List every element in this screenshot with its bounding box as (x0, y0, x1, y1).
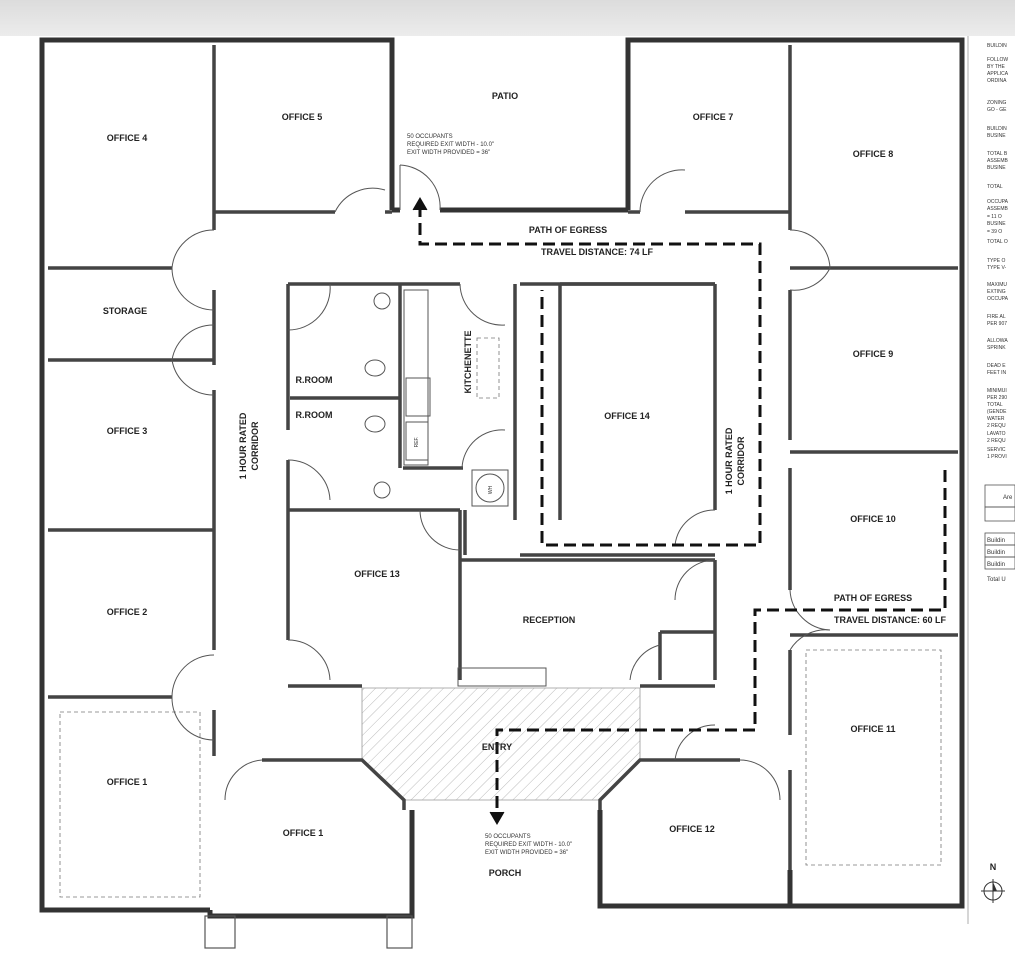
office-11-label: OFFICE 11 (850, 724, 895, 734)
side-note-line: ZONING (987, 100, 1007, 106)
refrigerator-label: REF. (414, 437, 420, 448)
porch-note-2: REQUIRED EXIT WIDTH - 10.0" (485, 842, 572, 848)
top-egress-title: PATH OF EGRESS (529, 225, 607, 235)
side-note-line: BY THE (987, 64, 1006, 70)
office-3-label: OFFICE 3 (107, 426, 148, 436)
side-note-line: ASSEMB (987, 206, 1009, 212)
side-note-line: TOTAL O (987, 239, 1008, 245)
office-1-left-label: OFFICE 1 (107, 777, 148, 787)
exterior-walls (39, 37, 965, 949)
side-note-line: FOLLOW (987, 57, 1008, 63)
storage-label: STORAGE (103, 306, 147, 316)
side-note-line: OCCUPA (987, 296, 1009, 302)
side-note-line: BUSINE (987, 133, 1006, 139)
side-note-line: 2 REQU (987, 423, 1006, 429)
side-note-line: LAVATO (987, 431, 1006, 437)
office-10-label: OFFICE 10 (850, 514, 896, 524)
side-note-line: = 39 O (987, 229, 1002, 235)
side-note-line: DEAD E (987, 363, 1006, 369)
area-table-header: Are (1003, 495, 1013, 501)
side-note-line: BUILDIN (987, 126, 1007, 132)
office-2-label: OFFICE 2 (107, 607, 148, 617)
office-12-label: OFFICE 12 (669, 824, 715, 834)
office-14-label: OFFICE 14 (604, 411, 650, 421)
porch-label: PORCH (489, 868, 522, 878)
side-note-line: = 11 O (987, 214, 1002, 220)
patio-note-3: EXIT WIDTH PROVIDED = 36" (407, 150, 490, 156)
interior-walls (48, 45, 958, 870)
side-note-line: WATER (987, 416, 1005, 422)
office-1-bottom-label: OFFICE 1 (283, 828, 324, 838)
side-note-line: 1 PROVI (987, 454, 1007, 460)
side-note-line: ALLOWA (987, 338, 1008, 344)
side-note-line: 2 REQU (987, 438, 1006, 444)
office-5-label: OFFICE 5 (282, 112, 323, 122)
right-corridor-label-2: CORRIDOR (736, 436, 746, 485)
side-note-line: ORDINA (987, 78, 1007, 84)
patio-note-2: REQUIRED EXIT WIDTH - 10.0" (407, 142, 494, 148)
office-9-label: OFFICE 9 (853, 349, 894, 359)
side-note-line: MAXIMU (987, 282, 1007, 288)
restroom-bottom-label: R.ROOM (296, 410, 333, 420)
side-note-line: (GENDE (987, 409, 1007, 415)
office-8-label: OFFICE 8 (853, 149, 894, 159)
side-note-line: SERVIC (987, 447, 1006, 453)
side-note-line: PER 290 (987, 395, 1007, 401)
reception-label: RECEPTION (523, 615, 576, 625)
side-note-line: OCCUPA (987, 199, 1009, 205)
north-arrow-icon: N (981, 862, 1005, 903)
egress-paths (412, 197, 947, 825)
area-table-row-2: Buildin (987, 550, 1005, 556)
side-note-line: EXTING (987, 289, 1006, 295)
side-note-line: GO - GE (987, 107, 1007, 113)
side-note-line: PER 907 (987, 321, 1007, 327)
side-note-line: TYPE V- (987, 265, 1007, 271)
side-note-line: FEET IN (987, 370, 1006, 376)
water-heater-label: WH (488, 485, 494, 494)
entry-label: ENTRY (482, 742, 512, 752)
right-egress-distance: TRAVEL DISTANCE: 60 LF (834, 615, 947, 625)
side-note-line: MINIMUI (987, 388, 1007, 394)
porch-note-3: EXIT WIDTH PROVIDED = 36" (485, 850, 568, 856)
office-13-label: OFFICE 13 (354, 569, 400, 579)
left-corridor-label-1: 1 HOUR RATED (238, 412, 248, 479)
side-note-line: ASSEMB (987, 158, 1009, 164)
office-4-label: OFFICE 4 (107, 133, 148, 143)
side-note-line: APPLICA (987, 71, 1009, 77)
left-corridor-label-2: CORRIDOR (250, 421, 260, 470)
restroom-top-label: R.ROOM (296, 375, 333, 385)
doors (171, 164, 831, 801)
area-table: Are Buildin Buildin Buildin Total U (984, 484, 1015, 583)
area-table-row-1: Buildin (987, 538, 1005, 544)
side-note-line: TOTAL B (987, 151, 1008, 157)
right-corridor-label-1: 1 HOUR RATED (724, 427, 734, 494)
office-7-label: OFFICE 7 (693, 112, 734, 122)
side-note-line: BUILDIN (987, 43, 1007, 49)
right-egress-title: PATH OF EGRESS (834, 593, 912, 603)
patio-note-1: 50 OCCUPANTS (407, 134, 453, 140)
side-note-line: TOTAL (987, 184, 1003, 190)
side-note-line: FIRE AL (987, 314, 1006, 320)
area-table-row-3: Buildin (987, 562, 1005, 568)
fixtures (59, 289, 942, 898)
top-egress-distance: TRAVEL DISTANCE: 74 LF (541, 247, 654, 257)
north-label: N (990, 862, 997, 872)
side-note-line: BUSINE (987, 165, 1006, 171)
porch-note-1: 50 OCCUPANTS (485, 834, 531, 840)
side-note-line: SPRINK (987, 345, 1006, 351)
kitchenette-label: KITCHENETTE (463, 331, 473, 394)
side-note-line: TOTAL (987, 402, 1003, 408)
area-table-total: Total U (987, 577, 1006, 583)
side-note-line: BUSINE (987, 221, 1006, 227)
side-note-line: TYPE O (987, 258, 1005, 264)
patio-label: PATIO (492, 91, 518, 101)
